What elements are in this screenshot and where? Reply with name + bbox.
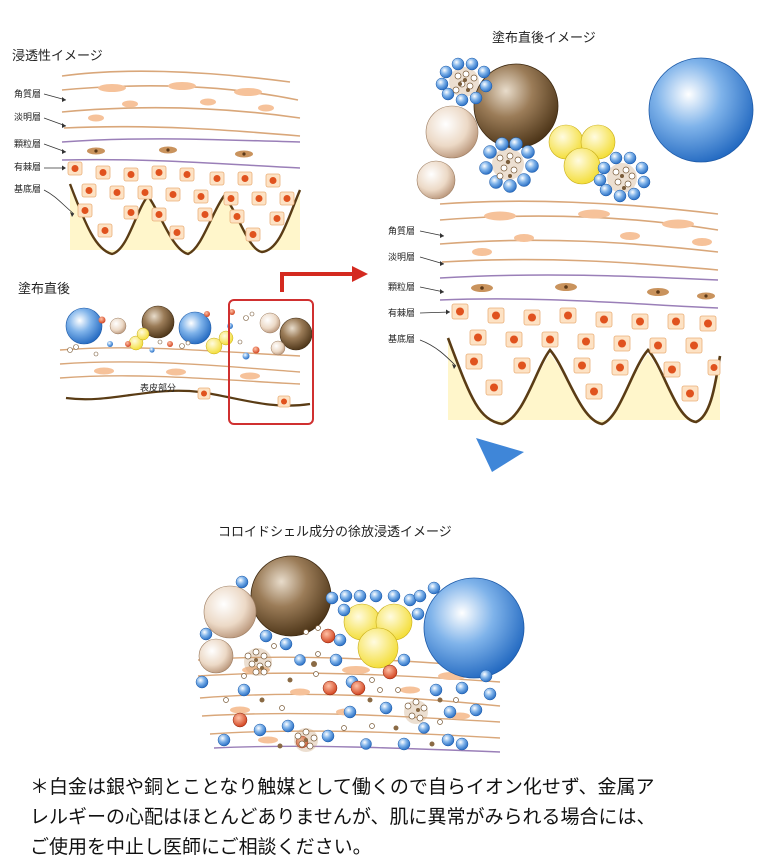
note-line: レルギーの心配はほとんどありませんが、肌に異常がみられる場合には、 <box>30 806 656 828</box>
layer-label: 淡明層 <box>388 252 415 263</box>
right-panel-title: 塗布直後イメージ <box>492 30 596 46</box>
after-application-title: 塗布直後 <box>18 281 70 297</box>
bottom-panel-title: コロイドシェル成分の徐放浸透イメージ <box>218 525 452 540</box>
note-line: ＊白金は銀や銅とことなり触媒として働くので自らイオン化せず、金属ア <box>30 776 655 798</box>
particles-bottom <box>195 555 525 752</box>
layer-label: 角質層 <box>388 225 415 237</box>
sustained-release-diagram: コロイドシェル成分の徐放浸透イメージ <box>195 525 525 753</box>
disclaimer-note: ＊白金は銀や銅とことなり触媒として働くので自らイオン化せず、金属ア レルギーの心… <box>30 772 740 862</box>
penetration-diagram: 浸透性イメージ 角質層 淡明層 顆粒層 有棘層 基底層 <box>12 49 302 256</box>
after-application-large: 塗布直後イメージ <box>388 30 754 426</box>
layer-label: 淡明層 <box>14 112 41 123</box>
layer-label: 基底層 <box>14 183 41 195</box>
layer-label: 有棘層 <box>14 161 41 173</box>
red-arrow <box>280 266 368 292</box>
cell-grid-right <box>451 303 721 402</box>
skin-diagram: 浸透性イメージ 角質層 淡明層 顆粒層 有棘層 基底層 塗布直後 <box>12 30 754 753</box>
epidermis-label: 表皮部分 <box>140 382 176 394</box>
penetration-title: 浸透性イメージ <box>12 49 103 64</box>
after-application-small: 塗布直後 表皮部分 <box>18 281 314 425</box>
particles-small <box>65 305 313 360</box>
layer-label: 基底層 <box>388 333 415 345</box>
blue-arrow <box>476 438 524 472</box>
cell-grid <box>67 161 295 242</box>
particles-right <box>416 57 754 203</box>
layer-label: 有棘層 <box>388 307 415 319</box>
layer-label: 角質層 <box>14 88 41 100</box>
layer-label: 顆粒層 <box>14 138 41 150</box>
note-line: ご使用を中止し医師にご相談ください。 <box>30 836 372 858</box>
highlight-box <box>228 299 314 425</box>
layer-label: 顆粒層 <box>388 281 415 293</box>
